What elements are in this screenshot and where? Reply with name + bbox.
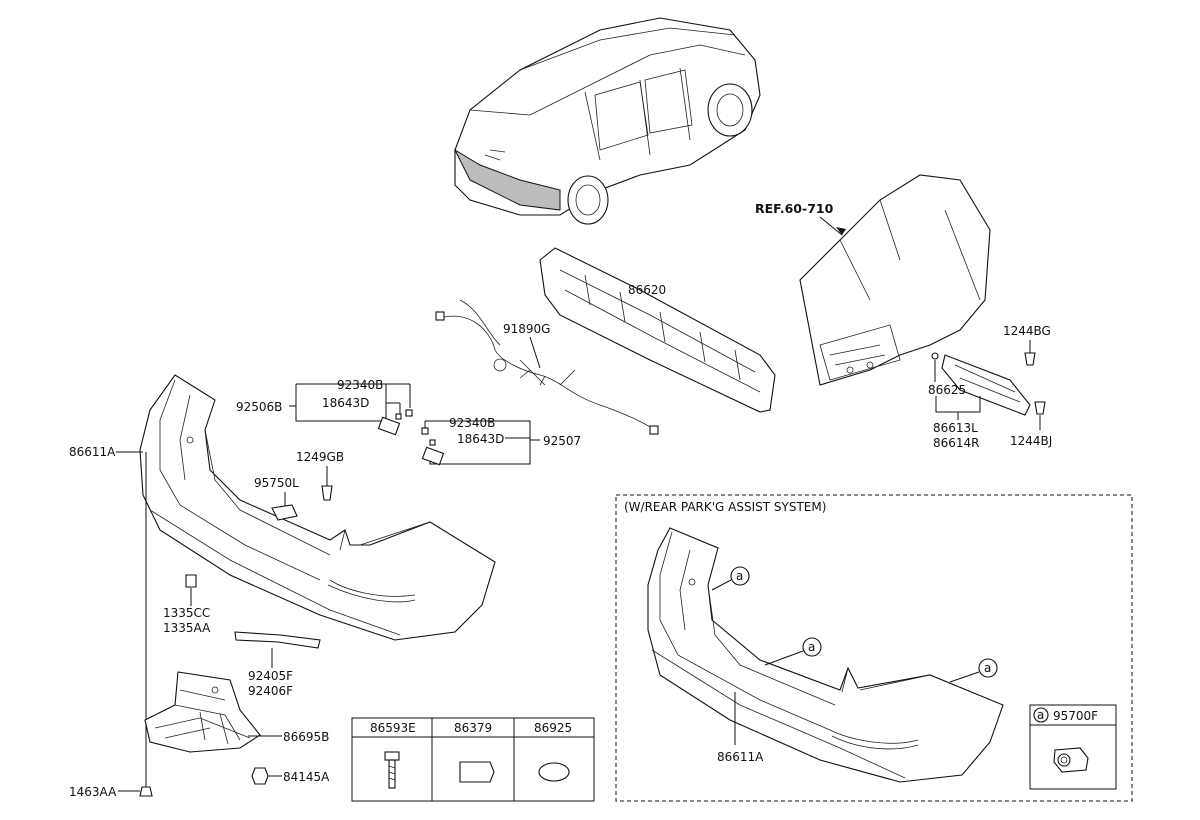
marker-a-3	[978, 658, 998, 678]
callout-86695B: 86695B	[283, 730, 329, 744]
reference-label: REF.60-710	[755, 201, 834, 216]
callout-92406F: 92406F	[248, 684, 293, 698]
reference-arrow-icon	[836, 227, 846, 235]
plug-icon	[538, 762, 570, 782]
option-box-frame	[615, 494, 1133, 802]
callout-1244BG: 1244BG	[1003, 324, 1051, 338]
callout-95750L: 95750L	[254, 476, 299, 490]
reflector-92405F	[234, 631, 321, 649]
callout-92340B-left: 92340B	[337, 378, 383, 392]
bolt-1249GB	[321, 485, 333, 501]
fender-reference-illustration	[799, 174, 991, 386]
callout-1249GB: 1249GB	[296, 450, 344, 464]
callout-1335AA: 1335AA	[163, 621, 211, 635]
clip-1335CC	[185, 574, 197, 588]
callout-86611A-main: 86611A	[69, 445, 116, 459]
leader-91890G	[529, 336, 541, 369]
marker-a-1-label: a	[736, 569, 743, 583]
bracket-86613L	[941, 354, 1031, 416]
clip-1463AA	[139, 786, 153, 797]
table-header-1: 86593E	[370, 721, 416, 735]
bolt-1244BJ	[1034, 401, 1046, 415]
callout-1463AA: 1463AA	[69, 785, 117, 799]
callout-18643D-right: 18643D	[457, 432, 504, 446]
bracket-95750L	[271, 504, 298, 521]
small-parts-table: 86593E 86379 86925	[351, 717, 595, 802]
nut-84145A	[251, 767, 269, 785]
callout-92340B-right: 92340B	[449, 416, 495, 430]
reference-leader	[819, 216, 843, 236]
marker-a-2	[802, 637, 822, 657]
callout-92405F: 92405F	[248, 669, 293, 683]
license-lamp-right	[421, 427, 445, 466]
legend-part-number: 95700F	[1053, 709, 1098, 723]
callout-86611A-pas: 86611A	[717, 750, 764, 764]
marker-a-3-label: a	[984, 661, 991, 675]
rear-bumper-cover-pas	[647, 527, 1004, 783]
marker-a-2-label: a	[808, 640, 815, 654]
callout-18643D-left: 18643D	[322, 396, 369, 410]
callout-91890G: 91890G	[503, 322, 550, 336]
parking-sensor-icon	[1053, 747, 1089, 773]
callout-1335CC: 1335CC	[163, 606, 210, 620]
option-box-title: (W/REAR PARK'G ASSIST SYSTEM)	[624, 500, 826, 514]
callout-86614R: 86614R	[933, 436, 980, 450]
clip-86625	[931, 352, 939, 360]
bolt-1244BG	[1024, 352, 1036, 366]
callout-86613L: 86613L	[933, 421, 978, 435]
callout-84145A: 84145A	[283, 770, 330, 784]
cap-icon	[459, 761, 495, 783]
callout-92506B: 92506B	[236, 400, 282, 414]
screw-icon	[384, 751, 400, 789]
rear-bumper-cover	[139, 374, 496, 641]
under-cover-86695B	[144, 671, 261, 753]
legend-marker-label: a	[1037, 708, 1044, 722]
sensor-legend-box: a 95700F	[1029, 704, 1117, 790]
license-lamp-left	[377, 409, 413, 436]
wiring-harness-91890G	[435, 299, 659, 435]
bumper-beam-86620	[539, 247, 776, 413]
vehicle-illustration	[453, 17, 761, 225]
callout-86620: 86620	[628, 283, 666, 297]
callout-92507: 92507	[543, 434, 581, 448]
callout-1244BJ: 1244BJ	[1010, 434, 1052, 448]
marker-a-1	[730, 566, 750, 586]
table-header-2: 86379	[454, 721, 492, 735]
callout-86625: 86625	[928, 383, 966, 397]
table-header-3: 86925	[534, 721, 572, 735]
